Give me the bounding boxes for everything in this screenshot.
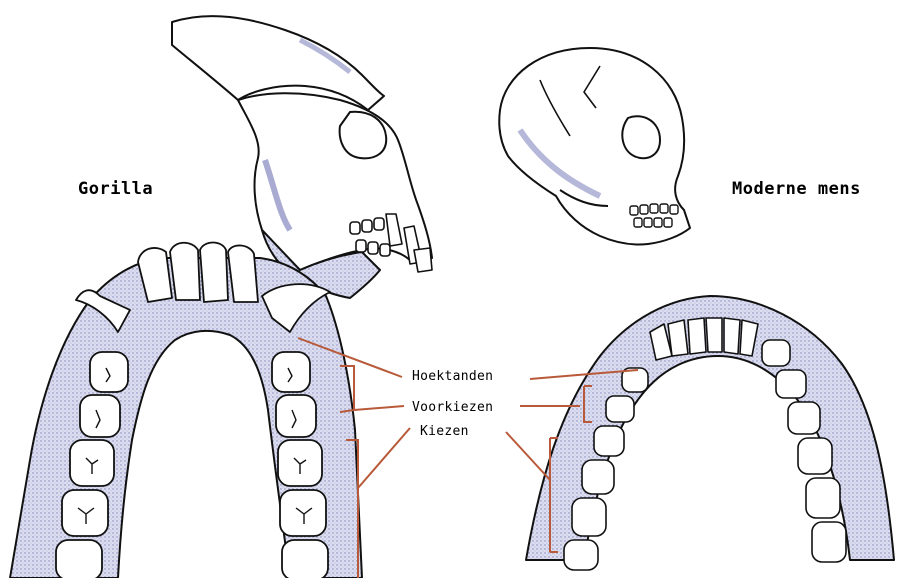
human-lower-jaw bbox=[526, 296, 894, 570]
gorilla-label: Gorilla bbox=[78, 179, 153, 199]
molars-label: Kiezen bbox=[420, 424, 469, 439]
premolars-label: Voorkiezen bbox=[412, 400, 493, 415]
canines-label: Hoektanden bbox=[412, 369, 493, 384]
human-skull bbox=[499, 48, 690, 245]
modern-human-label: Moderne mens bbox=[732, 179, 861, 199]
gorilla-lower-jaw bbox=[10, 243, 362, 578]
